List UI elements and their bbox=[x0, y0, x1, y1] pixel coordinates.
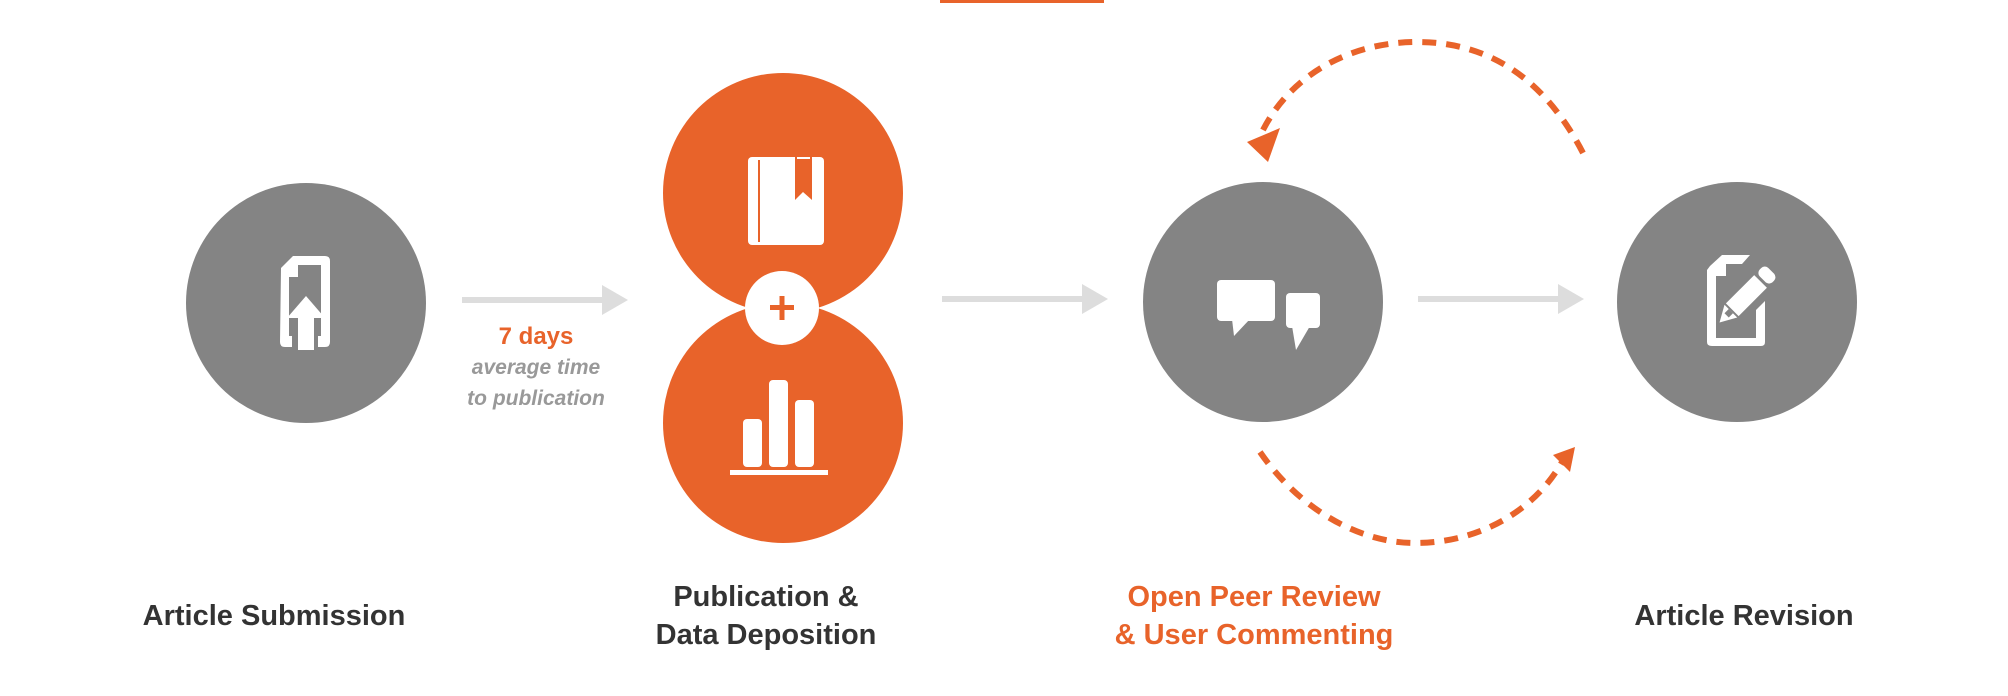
chat-bubbles-icon bbox=[1215, 280, 1320, 350]
label-peer-review: Open Peer Review & User Commenting bbox=[1115, 578, 1394, 654]
label-article-revision: Article Revision bbox=[1634, 597, 1853, 635]
label-line: Article Revision bbox=[1634, 600, 1854, 632]
cycle-arrow-review-to-revision bbox=[1257, 447, 1575, 547]
bar-chart-icon bbox=[730, 380, 828, 475]
plus-badge bbox=[745, 271, 819, 345]
label-line: Open Peer Review bbox=[1127, 581, 1381, 613]
step-submission-node bbox=[186, 183, 426, 423]
top-accent-bar bbox=[940, 0, 1104, 3]
cycle-arrow-revision-to-review bbox=[1247, 38, 1586, 162]
upload-document-icon bbox=[280, 256, 330, 350]
step-revision-node bbox=[1617, 182, 1857, 422]
step-peer-review-node bbox=[1143, 182, 1383, 422]
label-publication: Publication & Data Deposition bbox=[656, 578, 877, 654]
publication-time-stat: 7 days average time to publication bbox=[467, 322, 605, 414]
arrow-review-to-revision bbox=[1418, 284, 1584, 314]
plus-icon bbox=[770, 296, 794, 320]
label-article-submission: Article Submission bbox=[143, 597, 406, 635]
book-icon bbox=[748, 157, 824, 245]
arrow-submission-to-publication bbox=[462, 285, 628, 315]
label-line: Data Deposition bbox=[655, 619, 877, 651]
label-line: Publication & bbox=[673, 581, 859, 613]
label-line: Article Submission bbox=[142, 600, 406, 632]
label-line: & User Commenting bbox=[1114, 619, 1394, 651]
stat-desc-line1: average time bbox=[471, 356, 601, 379]
stat-value: 7 days bbox=[498, 323, 574, 350]
stat-desc-line2: to publication bbox=[467, 387, 605, 410]
arrow-publication-to-review bbox=[942, 284, 1108, 314]
step-publication-node bbox=[663, 73, 903, 543]
